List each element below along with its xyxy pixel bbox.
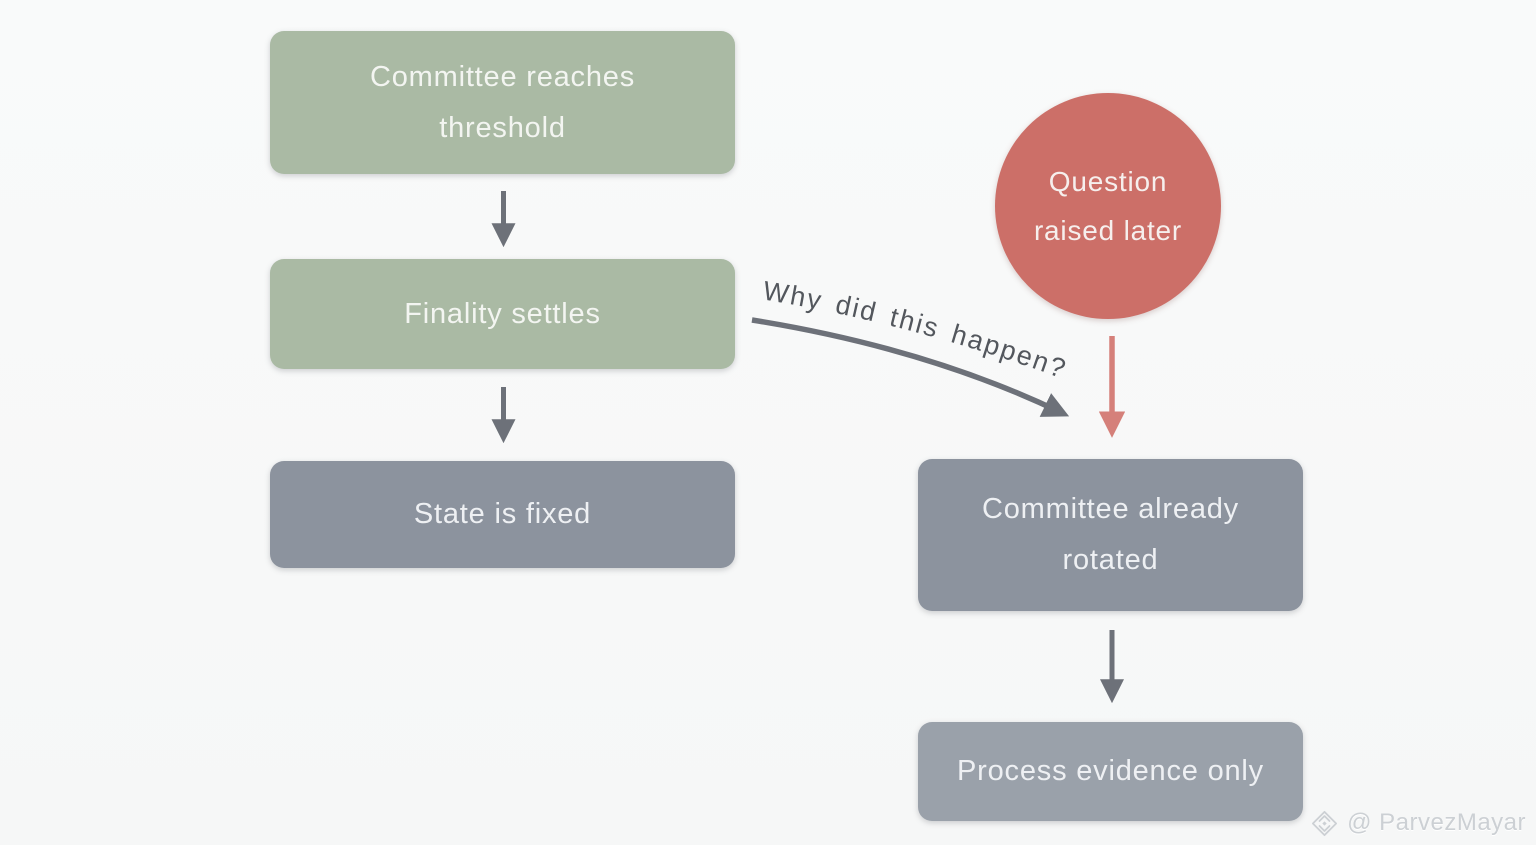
node-process-evidence-only: Process evidence only	[918, 722, 1303, 821]
watermark-handle: @ ParvezMayar	[1347, 809, 1526, 836]
arrow-finality-to-rotated-curved	[751, 317, 1070, 417]
watermark: @ ParvezMayar	[1311, 809, 1526, 837]
diamond-logo-icon	[1312, 810, 1338, 836]
node-label: Process evidence only	[957, 755, 1264, 788]
node-label: Finality settles	[404, 297, 601, 330]
node-label: Committee already rotated	[982, 493, 1239, 576]
node-committee-threshold: Committee reaches threshold	[270, 31, 735, 174]
node-state-fixed: State is fixed	[270, 461, 735, 568]
annotation-text-path: Why did this happen?	[761, 276, 1069, 385]
node-label: Question raised later	[1033, 166, 1183, 246]
why-did-this-happen-annotation: Why did this happen?	[761, 276, 1071, 385]
node-label: State is fixed	[413, 498, 592, 531]
node-label: Committee reaches threshold	[369, 60, 636, 144]
node-question-raised-later: Question raised later	[995, 93, 1221, 319]
node-committee-already-rotated: Committee already rotated	[918, 459, 1303, 611]
node-finality-settles: Finality settles	[270, 259, 735, 369]
